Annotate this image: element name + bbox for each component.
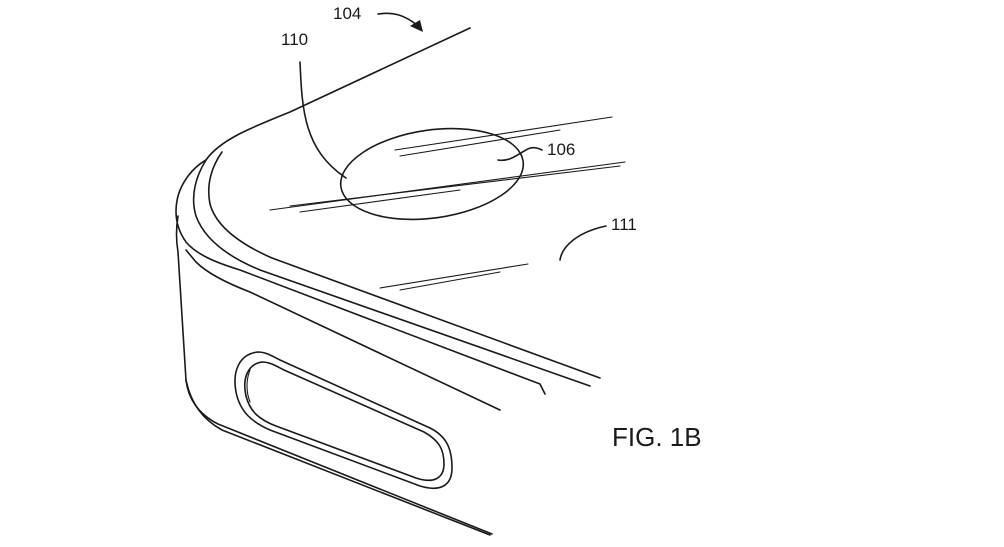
button-recess-inner — [244, 361, 445, 482]
ref-111-label: 111 — [611, 215, 637, 234]
button-recess-outer — [234, 351, 453, 490]
ref-106-label: 106 — [547, 140, 575, 159]
surface-hatching — [269, 116, 626, 291]
ref-110-label: 110 — [281, 30, 308, 49]
ref-104-label: 104 — [333, 4, 361, 23]
device-bottom-edge — [185, 379, 493, 535]
leader-104 — [377, 12, 419, 27]
button-highlight — [246, 369, 251, 403]
arrowhead-104 — [410, 20, 423, 32]
region-106-ellipse — [339, 127, 525, 221]
device-rim-outer — [175, 159, 546, 395]
figure-caption: FIG. 1B — [612, 422, 702, 452]
leader-111 — [559, 225, 607, 261]
leader-106 — [497, 146, 543, 162]
leader-110 — [299, 61, 347, 179]
side-button — [234, 351, 453, 490]
device-top-edge-outer — [192, 27, 591, 387]
device-top-edge-inner — [207, 151, 601, 379]
device-side-wall-line — [185, 249, 501, 411]
